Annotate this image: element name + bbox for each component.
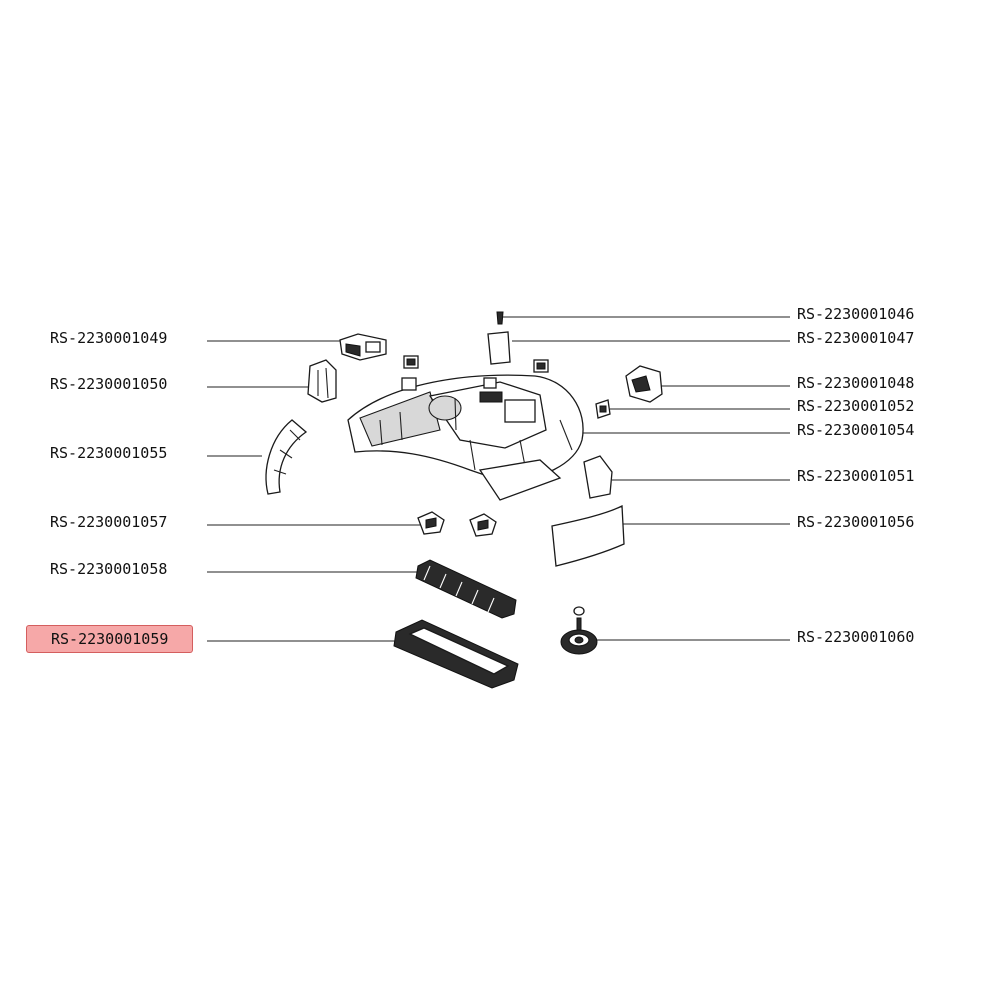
part-1055-bumper-arc [265,419,308,495]
label-1050[interactable]: RS-2230001050 [50,375,168,393]
part-1052-clip [595,399,611,419]
leader-lines [207,316,790,642]
part-1048-wheel-module [625,365,663,403]
part-1058-main-brush [415,559,517,619]
small-clips [403,355,549,373]
label-1049[interactable]: RS-2230001049 [50,329,168,347]
part-1047-plate [487,331,511,365]
part-1051-cover [583,455,613,499]
part-1056-lid [551,504,625,567]
part-1057-brackets [417,511,497,537]
part-1059-brush-frame [393,619,519,689]
label-1057[interactable]: RS-2230001057 [50,513,168,531]
label-1056[interactable]: RS-2230001056 [797,513,915,531]
robot-base-chassis [347,374,584,501]
label-1052[interactable]: RS-2230001052 [797,397,915,415]
part-1049-sensor [339,333,387,361]
label-1058[interactable]: RS-2230001058 [50,560,168,578]
label-1060[interactable]: RS-2230001060 [797,628,915,646]
label-1046[interactable]: RS-2230001046 [797,305,915,323]
label-1059-selected[interactable]: RS-2230001059 [26,625,194,653]
label-1055[interactable]: RS-2230001055 [50,444,168,462]
part-1060-caster-wheel [560,606,598,655]
label-1054[interactable]: RS-2230001054 [797,421,915,439]
part-1046-screw [496,311,504,325]
part-1050-bracket [307,359,337,403]
label-1051[interactable]: RS-2230001051 [797,467,915,485]
label-1047[interactable]: RS-2230001047 [797,329,915,347]
label-1048[interactable]: RS-2230001048 [797,374,915,392]
